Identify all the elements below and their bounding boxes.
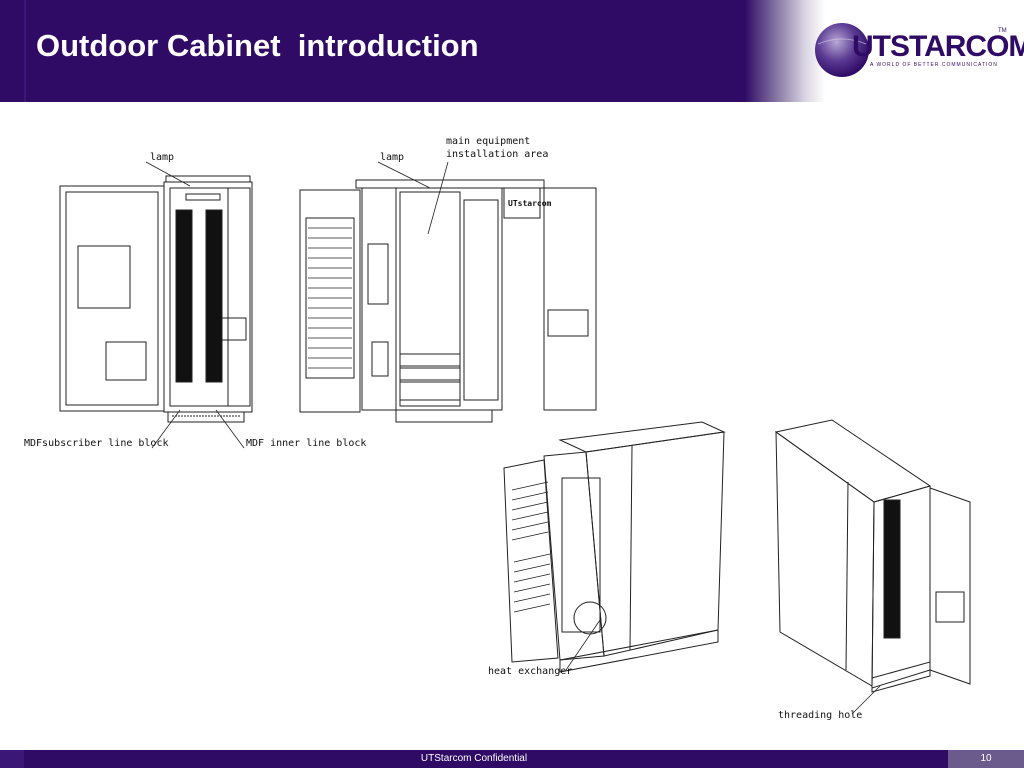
- label-heat-exchanger: heat exchanger: [488, 666, 572, 677]
- logo-globe-icon: [815, 23, 869, 77]
- cabinet-3d-view-right: [774, 419, 971, 693]
- label-mdf-inner: MDF inner line block: [246, 438, 366, 449]
- label-lamp-left: lamp: [150, 152, 174, 163]
- logo-wordmark: UTSTARCOM: [852, 30, 1024, 63]
- header-gradient: [745, 0, 825, 102]
- cabinet-3d-view-left: [503, 421, 726, 673]
- logo-trademark: TM: [998, 28, 1007, 34]
- page-number-box: [948, 750, 1024, 768]
- slide-footer: UTStarcom Confidential 10: [0, 750, 1024, 768]
- utstarcom-logo: UTSTARCOM TM A WORLD OF BETTER COMMUNICA…: [812, 20, 1024, 80]
- label-mdf-subscriber: MDFsubscriber line block: [24, 438, 169, 449]
- slide-title: Outdoor Cabinet introduction: [36, 28, 479, 63]
- cabinet-front-view: [59, 175, 253, 423]
- header-bar: [0, 0, 745, 102]
- footer-accent: [0, 750, 24, 768]
- cabinet-drawings: lamp lamp main equipment installation ar…: [0, 110, 1024, 740]
- cabinet-drawings-svg: lamp lamp main equipment installation ar…: [24, 136, 971, 721]
- label-installation-area: installation area: [446, 149, 548, 160]
- slide-header: Outdoor Cabinet introduction UTSTARCOM T…: [0, 0, 1024, 102]
- label-brand-plate: UTstarcom: [508, 199, 552, 208]
- header-edge: [24, 0, 26, 102]
- logo-tagline: A WORLD OF BETTER COMMUNICATION: [870, 62, 998, 68]
- footer-confidential: UTStarcom Confidential: [420, 753, 528, 764]
- cabinet-open-view: [299, 179, 597, 423]
- label-threading-hole: threading hole: [778, 710, 862, 721]
- label-lamp-right: lamp: [380, 152, 404, 163]
- page-number: 10: [980, 753, 992, 764]
- label-main-equipment: main equipment: [446, 136, 530, 147]
